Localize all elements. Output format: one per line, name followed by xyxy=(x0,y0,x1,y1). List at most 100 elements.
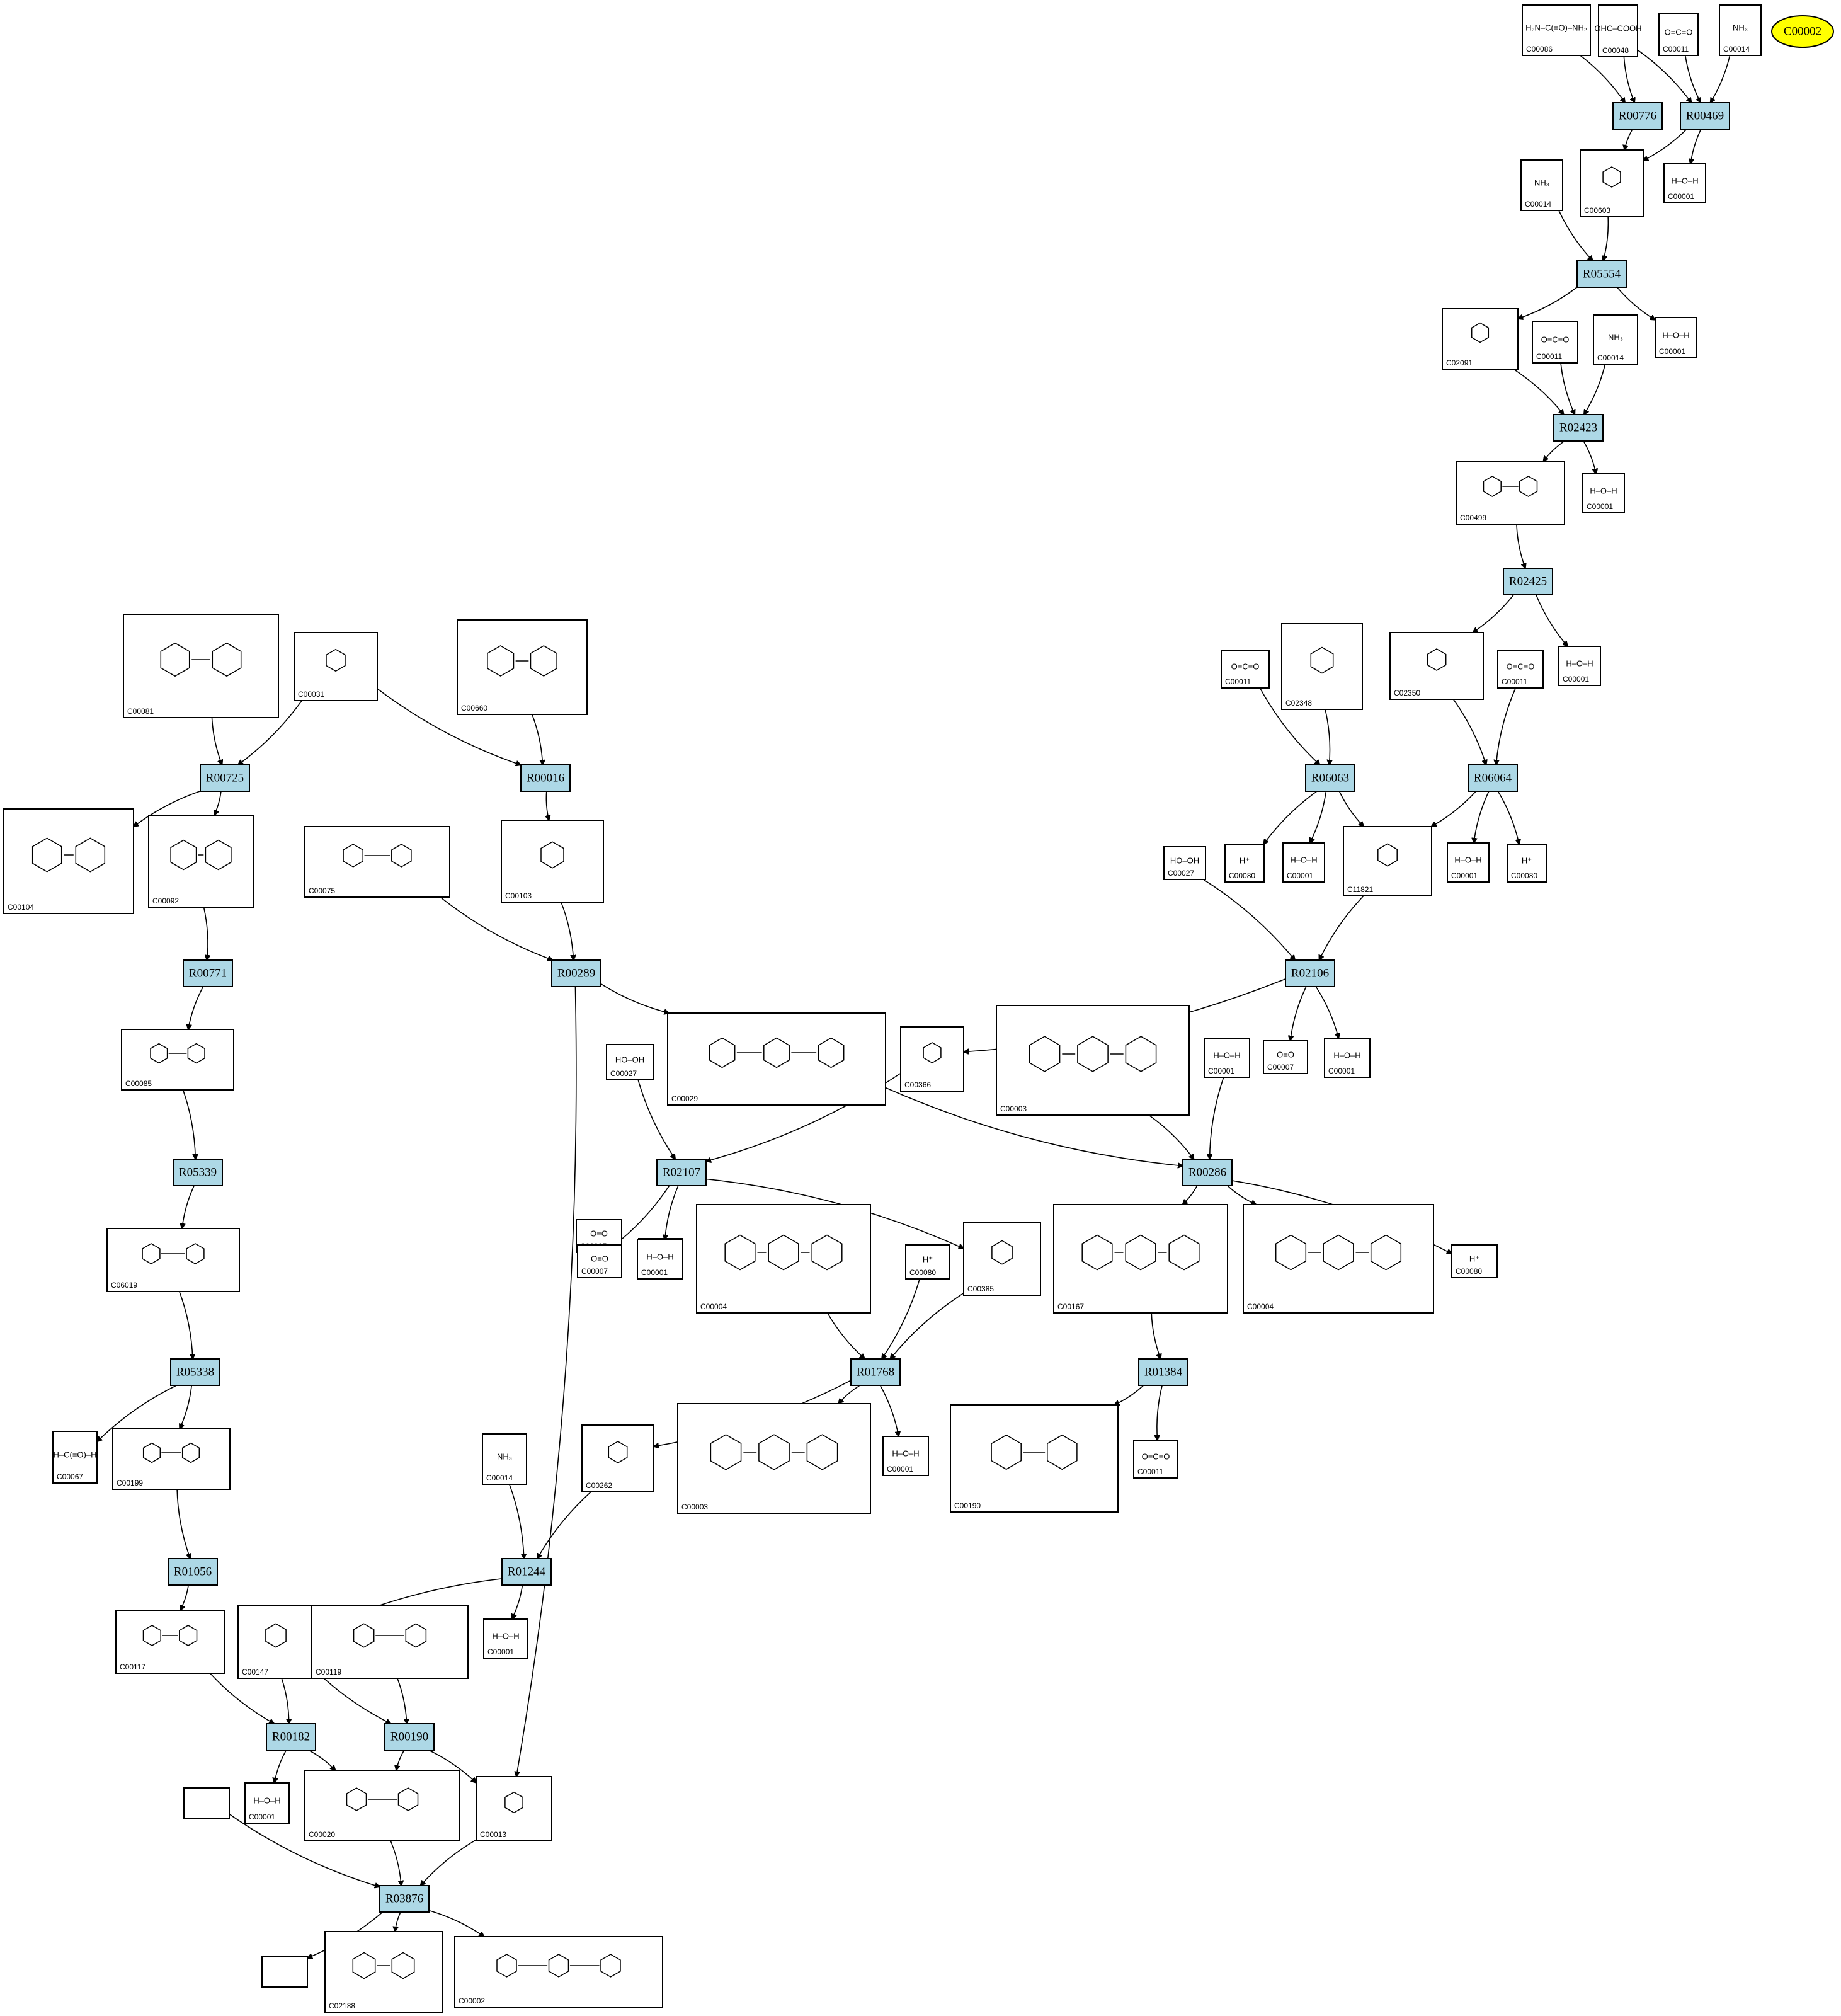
compound-C11821[interactable]: C11821 xyxy=(1343,826,1432,896)
compound-C00003[interactable]: C00003 xyxy=(996,1005,1190,1116)
compound-box[interactable] xyxy=(304,826,450,898)
compound-C00092[interactable]: C00092 xyxy=(148,815,254,908)
compound-C02188[interactable]: C02188 xyxy=(324,1931,443,2013)
compound-box[interactable] xyxy=(1507,844,1547,883)
compound-box[interactable] xyxy=(1451,1244,1498,1278)
compound-C00031[interactable]: C00031 xyxy=(294,632,378,701)
reaction-R05338[interactable]: R05338 xyxy=(170,1358,220,1386)
compound-C02091[interactable]: C02091 xyxy=(1442,308,1519,370)
compound-box[interactable] xyxy=(1593,314,1638,365)
compound-box[interactable] xyxy=(1582,473,1625,513)
compound-C00081[interactable]: C00081 xyxy=(123,614,279,718)
compound-C00080[interactable]: H⁺C00080 xyxy=(1507,844,1547,883)
compound-box[interactable] xyxy=(1442,308,1519,370)
compound-box[interactable] xyxy=(882,1436,929,1476)
reaction-box[interactable] xyxy=(168,1558,218,1586)
compound-box[interactable] xyxy=(1133,1440,1178,1479)
compound-box[interactable] xyxy=(1558,646,1601,686)
reaction-R03876[interactable]: R03876 xyxy=(379,1885,430,1913)
compound-C00167[interactable]: C00167 xyxy=(1053,1204,1228,1314)
reaction-R00725[interactable]: R00725 xyxy=(200,764,250,792)
highlight-ellipse[interactable] xyxy=(1771,15,1834,48)
compound-box[interactable] xyxy=(52,1431,98,1484)
compound-C06019[interactable]: C06019 xyxy=(106,1228,240,1292)
compound-C00499[interactable]: C00499 xyxy=(1456,461,1565,525)
compound-box[interactable] xyxy=(1324,1038,1371,1078)
compound-box[interactable] xyxy=(148,815,254,908)
compound-box[interactable] xyxy=(501,820,604,903)
reaction-box[interactable] xyxy=(656,1159,707,1186)
compound-C00080[interactable]: H⁺C00080 xyxy=(1224,844,1265,883)
reaction-box[interactable] xyxy=(384,1723,435,1751)
compound-box[interactable] xyxy=(1221,650,1270,689)
highlight-node[interactable]: C00002 xyxy=(1771,15,1834,48)
reaction-R05339[interactable]: R05339 xyxy=(173,1159,223,1186)
compound-C00199[interactable]: C00199 xyxy=(112,1428,231,1490)
compound-box[interactable] xyxy=(454,1936,663,2008)
compound-box[interactable] xyxy=(1053,1204,1228,1314)
compound-C00080[interactable]: H⁺C00080 xyxy=(1451,1244,1498,1278)
reaction-box[interactable] xyxy=(1553,414,1604,442)
compound-box[interactable] xyxy=(1456,461,1565,525)
compound-box[interactable] xyxy=(294,632,378,701)
compound-box[interactable] xyxy=(900,1026,964,1092)
compound-C00020[interactable]: C00020 xyxy=(304,1770,460,1841)
compound-blank[interactable] xyxy=(183,1787,230,1819)
compound-box[interactable] xyxy=(1389,632,1484,700)
compound-box[interactable] xyxy=(606,1044,654,1080)
reaction-R00289[interactable]: R00289 xyxy=(551,959,601,987)
compound-C02350[interactable]: C02350 xyxy=(1389,632,1484,700)
compound-C00119[interactable]: C00119 xyxy=(311,1605,469,1679)
reaction-box[interactable] xyxy=(551,959,601,987)
reaction-R00776[interactable]: R00776 xyxy=(1612,102,1663,130)
reaction-R01244[interactable]: R01244 xyxy=(501,1558,552,1586)
reaction-box[interactable] xyxy=(1138,1358,1188,1386)
reaction-R00190[interactable]: R00190 xyxy=(384,1723,435,1751)
compound-C00080[interactable]: H⁺C00080 xyxy=(905,1244,950,1280)
compound-box[interactable] xyxy=(905,1244,950,1280)
reaction-box[interactable] xyxy=(379,1885,430,1913)
compound-box[interactable] xyxy=(1282,842,1325,883)
reaction-box[interactable] xyxy=(183,959,233,987)
compound-box[interactable] xyxy=(237,1605,314,1679)
reaction-box[interactable] xyxy=(1468,764,1518,792)
compound-box[interactable] xyxy=(482,1433,527,1485)
compound-box[interactable] xyxy=(1520,159,1563,211)
reaction-box[interactable] xyxy=(1612,102,1663,130)
compound-C00104[interactable]: C00104 xyxy=(3,808,134,914)
compound-box[interactable] xyxy=(950,1404,1119,1513)
compound-box[interactable] xyxy=(1281,623,1363,710)
compound-C00660[interactable]: C00660 xyxy=(457,619,588,715)
reaction-R00286[interactable]: R00286 xyxy=(1182,1159,1233,1186)
compound-box[interactable] xyxy=(667,1012,886,1106)
reaction-box[interactable] xyxy=(1305,764,1355,792)
compound-box[interactable] xyxy=(577,1244,622,1278)
reaction-R02106[interactable]: R02106 xyxy=(1285,959,1335,987)
compound-box[interactable] xyxy=(324,1931,443,2013)
reaction-box[interactable] xyxy=(520,764,571,792)
compound-box[interactable] xyxy=(304,1770,460,1841)
reaction-R01384[interactable]: R01384 xyxy=(1138,1358,1188,1386)
compound-box[interactable] xyxy=(123,614,279,718)
reaction-R02425[interactable]: R02425 xyxy=(1503,568,1553,595)
compound-C00262[interactable]: C00262 xyxy=(581,1424,654,1492)
compound-box[interactable] xyxy=(1263,1040,1308,1074)
compound-box[interactable] xyxy=(121,1029,234,1091)
